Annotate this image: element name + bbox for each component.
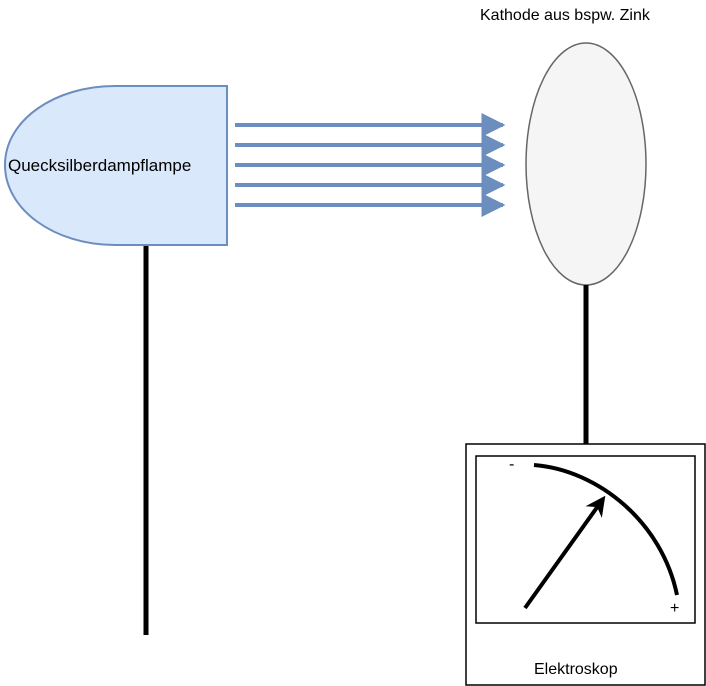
electroscope-label: Elektroskop (534, 661, 618, 678)
electroscope-scale-box (475, 455, 696, 624)
cathode-plate (525, 42, 647, 286)
minus-sign: - (509, 456, 515, 473)
lamp-label: Quecksilberdampflampe (8, 156, 192, 175)
mercury-vapor-lamp (3, 85, 228, 246)
electroscope-needle (523, 495, 606, 610)
cathode-label: Kathode aus bspw. Zink (480, 7, 650, 24)
plus-sign: + (670, 600, 680, 617)
electroscope-scale-arc (533, 463, 679, 596)
light-rays (235, 113, 506, 217)
